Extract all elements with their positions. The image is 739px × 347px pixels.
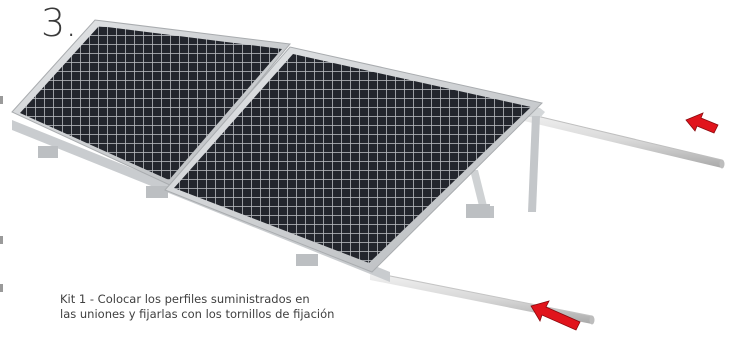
solar-panel-right (174, 54, 531, 263)
red-arrow-icon (530, 300, 581, 331)
caption-line-1: Kit 1 - Colocar los perfiles suministrad… (60, 292, 310, 306)
solar-panel-left (20, 26, 282, 180)
red-arrow-icon (685, 112, 719, 134)
rear-rail (519, 111, 725, 169)
page-edge-mark (0, 284, 3, 292)
page-edge-mark (0, 96, 3, 104)
caption-line-2: las uniones y fijarlas con los tornillos… (60, 307, 335, 321)
page-edge-mark (0, 236, 3, 244)
instruction-caption: Kit 1 - Colocar los perfiles suministrad… (60, 292, 334, 322)
step-number: 3. (41, 1, 78, 45)
mounting-feet (38, 146, 490, 266)
